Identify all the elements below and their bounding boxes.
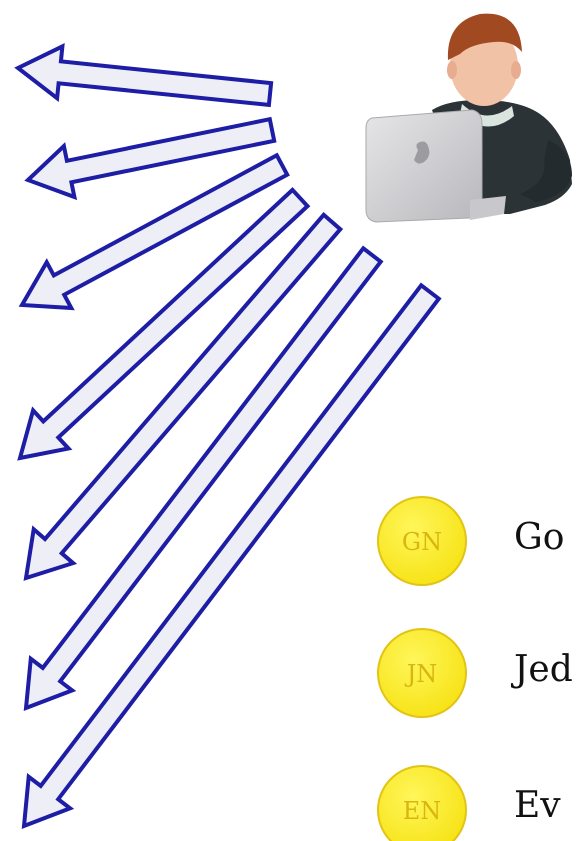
coin-group: GN JN EN bbox=[378, 497, 466, 841]
coin-abbr: EN bbox=[403, 797, 442, 825]
coin-abbr: GN bbox=[402, 528, 442, 556]
coin-icon-gn: GN bbox=[378, 497, 466, 585]
arrow-7 bbox=[24, 285, 439, 826]
node-label-gn: Go bbox=[514, 520, 564, 556]
coin-abbr: JN bbox=[404, 660, 438, 688]
node-label-jn: Jed bbox=[514, 652, 573, 688]
coin-icon-en: EN bbox=[378, 766, 466, 841]
arrow-1 bbox=[18, 46, 271, 105]
arrow-6 bbox=[26, 248, 381, 708]
node-label-en: Ev bbox=[514, 788, 561, 824]
coin-icon-jn: JN bbox=[378, 629, 466, 717]
person-at-laptop-icon bbox=[366, 14, 572, 222]
